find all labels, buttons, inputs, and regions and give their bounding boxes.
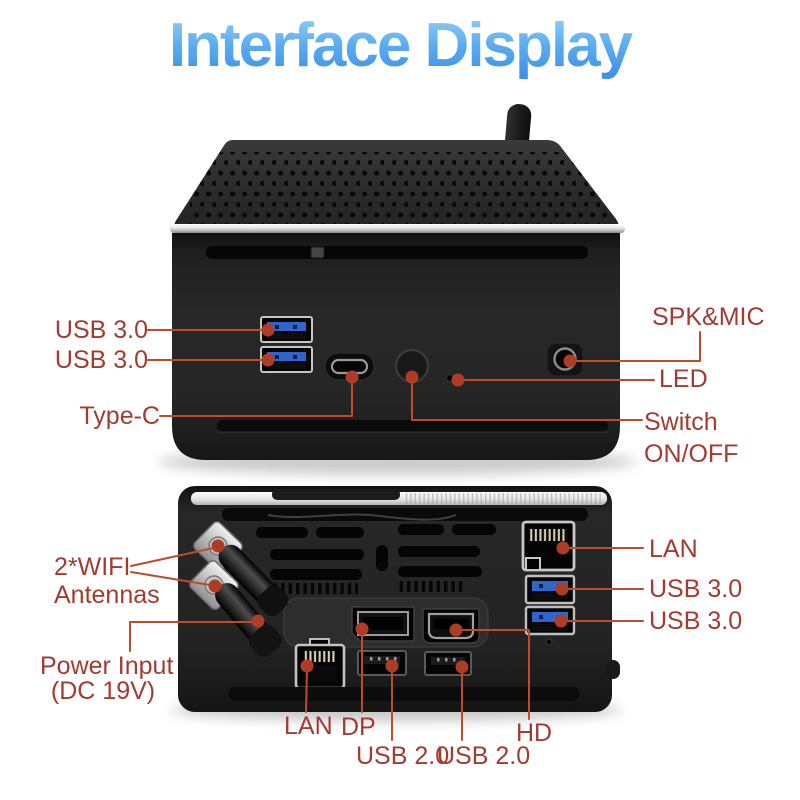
front-usb3-port-1 [260,316,313,343]
top-edge-hatch [404,493,602,504]
antenna-cable [267,513,457,521]
callout-dots [208,323,577,674]
label-dp: DP [341,713,376,741]
lid-gap-slot [206,246,588,259]
label-lan-bottom: LAN [284,712,333,740]
label-wifi-antennas: 2*WIFI Antennas [54,553,160,609]
label-power-line1: Power Input [40,652,174,680]
panel-seam [217,420,608,432]
label-lan-right: LAN [649,535,698,563]
internal-connector [310,246,325,259]
aluminum-rim [170,224,625,233]
callout-lines [129,329,701,741]
label-wifi-line1: 2*WIFI [54,553,131,581]
vent-slots [256,524,496,580]
page-title: Interface Display [0,11,800,80]
front-usb3-port-2 [260,346,313,373]
label-usb3-front-bottom: USB 3.0 [54,346,148,374]
label-usb2-right: USB 2.0 [437,742,531,770]
label-wifi-line2: Antennas [54,581,160,609]
label-switch-on-off: Switch ON/OFF [644,406,738,470]
dp-port [351,606,415,642]
label-type-c: Type-C [79,402,160,430]
bottom-groove [228,687,580,701]
foot-right [570,700,600,712]
mini-pc-front-view [157,104,637,475]
side-nub [606,660,620,679]
vent-comb-left [256,583,358,594]
label-usb3-back-top: USB 3.0 [649,575,743,603]
label-switch-line1: Switch [644,408,718,436]
reset-hole [545,638,553,646]
label-usb2-left: USB 2.0 [356,742,450,770]
label-hd: HD [516,719,553,747]
foot-left [204,700,234,712]
label-usb3-back-bottom: USB 3.0 [649,607,743,635]
mini-pc-back-view [170,486,622,721]
label-power-input: Power Input (DC 19V) [40,652,174,705]
type-c-port [324,352,375,381]
usb2-port-1 [357,650,407,676]
label-switch-line2: ON/OFF [644,440,739,468]
seam-highlight [217,431,608,433]
upper-vent-slot [222,508,588,521]
label-power-line2: (DC 19V) [50,677,156,705]
lan-port-right [521,520,576,572]
top-edge-vent-patch [272,489,400,500]
label-usb3-front-top: USB 3.0 [54,316,148,344]
vent-comb-right [398,581,464,592]
front-panel [172,233,620,460]
label-led: LED [659,365,708,393]
vent-holes [190,152,610,226]
label-spk-mic: SPK&MIC [652,303,765,331]
